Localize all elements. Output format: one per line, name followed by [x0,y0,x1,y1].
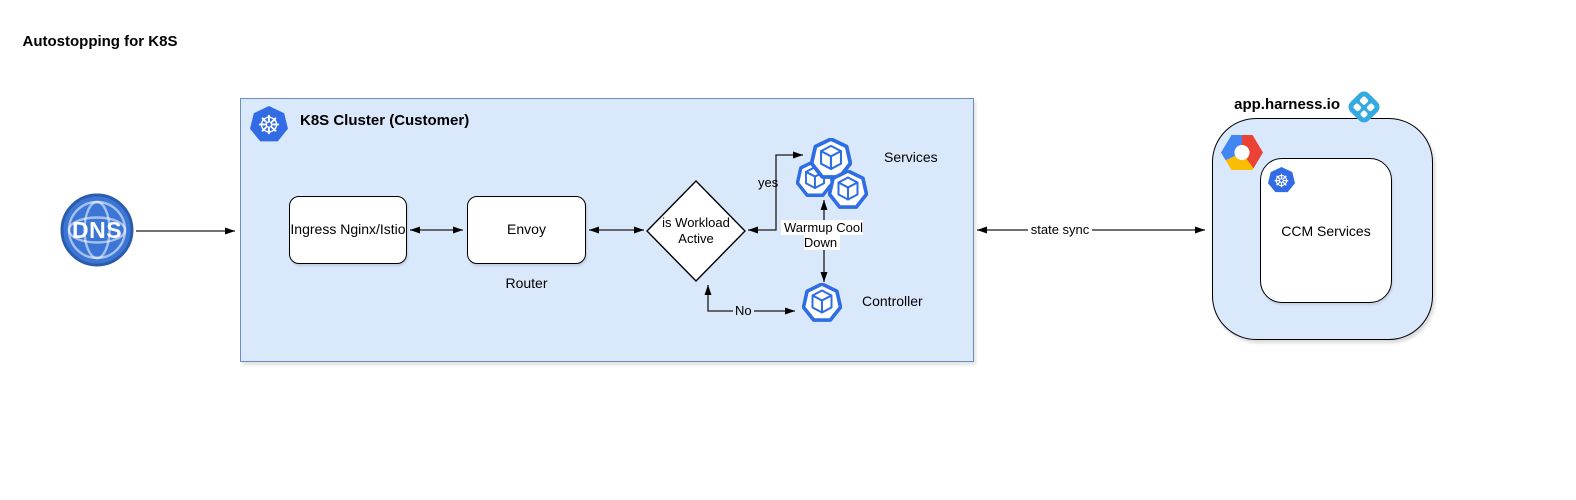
harness-domain-label: app.harness.io [1234,96,1340,113]
service-icon [809,137,853,185]
diagram-title: Autostopping for K8S [22,33,178,50]
diamond-shape [646,180,746,282]
ingress-node: Ingress Nginx/Istio [289,196,407,264]
controller-icon [801,282,843,328]
warmup-cooldown-label: Warmup Cool Down [778,220,866,251]
no-branch-label: No [733,303,754,318]
router-caption: Router [505,275,548,291]
dns-label: DNS [71,216,123,243]
dns-node: DNS [60,193,134,267]
kubernetes-helm-glyph: ☸ [1273,170,1290,191]
services-label: Services [884,149,938,165]
decision-label: is Workload Active [662,215,730,246]
cluster-title: K8S Cluster (Customer) [300,112,470,129]
state-sync-label: state sync [1014,222,1106,237]
kubernetes-helm-glyph: ☸ [257,110,281,140]
ingress-label: Ingress Nginx/Istio [290,221,406,238]
decision-node: is Workload Active [646,180,746,282]
ccm-services-label: CCM Services [1281,222,1371,239]
globe-icon [60,193,134,267]
yes-branch-label: yes [758,175,779,190]
controller-label: Controller [862,293,923,309]
service-icon [827,169,869,215]
envoy-label: Envoy [507,221,546,238]
envoy-node: Envoy [467,196,586,264]
